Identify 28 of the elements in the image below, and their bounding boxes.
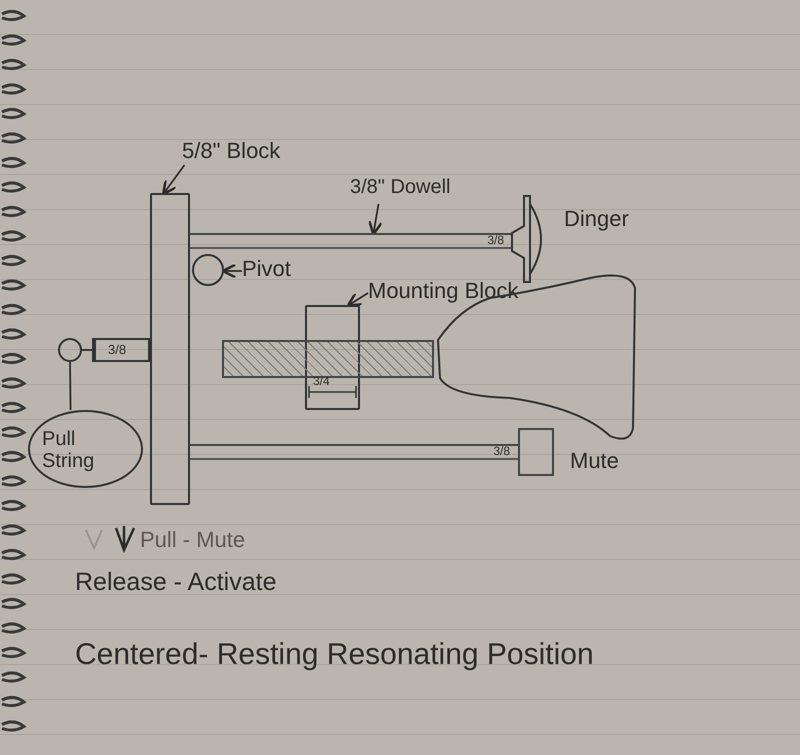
callout-label: Pivot [242,256,291,282]
dimension-label: 3/4 [313,374,330,388]
callout-label: 3/8" Dowell [350,176,450,199]
pivot-circle [192,254,224,286]
connector-line [82,349,92,351]
note-text: Release - Activate [75,568,276,597]
note-text: Centered- Resting Resonating Position [75,638,594,672]
pull-string-oval [28,410,143,488]
dowel-rod [190,444,518,460]
connector-line [69,362,72,410]
leader-arrow [346,292,368,307]
wooden-block [150,193,190,505]
knob-circle [58,338,82,362]
dowel-rod [190,233,512,249]
callout-label: 5/8" Block [182,138,280,164]
mounting-block [305,305,360,410]
leader-arrow [221,263,242,279]
part-label: Pull String [42,428,96,472]
hatched-bar [222,340,434,378]
dimension-label: 3/8 [487,233,504,247]
dimension-label: 3/8 [108,342,126,357]
leader-arrow [162,164,186,196]
dimension-label: 3/8 [493,444,510,458]
note-text: Pull - Mute [140,527,246,553]
part-label: Mute [570,448,619,474]
leader-arrow [368,204,383,236]
part-label: Dinger [564,206,629,232]
small-block [92,338,150,362]
